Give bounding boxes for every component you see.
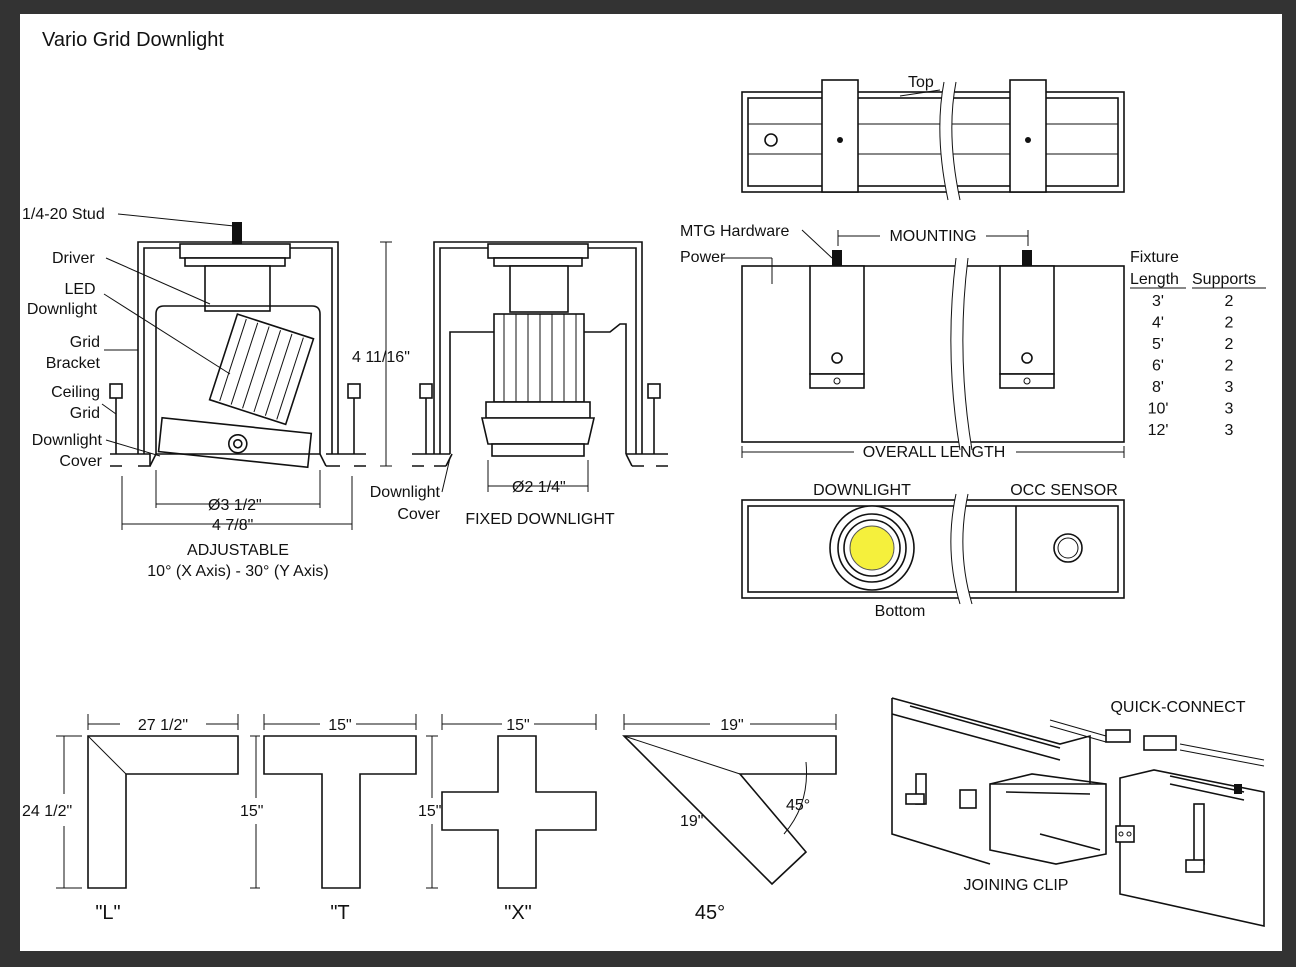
label-t: "T: [330, 902, 349, 924]
table-cell-length: 5': [1152, 336, 1164, 353]
label-bottom: Bottom: [875, 603, 926, 620]
shape-l: 27 1/2" 24 1/2" "L": [22, 714, 239, 924]
adjustable-section-view: 4 11/16" Ø3 1/2" 4 7/8" ADJUSTABLE 10° (…: [22, 206, 410, 580]
table-cell-length: 4': [1152, 315, 1164, 332]
label-l: "L": [95, 902, 120, 924]
dim-l-height: 24 1/2": [22, 803, 72, 820]
dim-aperture-adjustable: Ø3 1/2": [208, 497, 262, 514]
label-mounting: MOUNTING: [889, 228, 976, 245]
dim-t-width: 15": [328, 717, 351, 734]
table-cell-length: 3': [1152, 293, 1164, 310]
label-stud: 1/4-20 Stud: [22, 206, 105, 223]
label-joining-clip: JOINING CLIP: [964, 877, 1069, 894]
dim-height: 4 11/16": [352, 349, 410, 366]
dim-width-adjustable: 4 7/8": [212, 517, 253, 534]
dim-45-angle: 45°: [786, 797, 810, 814]
dim-x-height: 15": [418, 803, 441, 820]
fixed-label-cover-2: Cover: [397, 506, 440, 523]
label-grid-1: Grid: [70, 334, 100, 351]
supports-table: Fixture Length Supports 3' 2 4' 2 5' 2 6' 2 8' 3 1…: [1130, 249, 1266, 439]
fixed-label-cover-1: Downlight: [370, 484, 441, 501]
label-ceiling-1: Ceiling: [51, 384, 100, 401]
drawing-sheet: Vario Grid Downlight: [20, 14, 1282, 951]
table-cell-length: 10': [1148, 401, 1169, 418]
table-header-fixture: Fixture: [1130, 249, 1179, 266]
shape-t: 15" 15" "T: [240, 714, 417, 924]
table-header-supports: Supports: [1192, 271, 1256, 288]
label-driver: Driver: [52, 250, 95, 267]
label-ceiling-2: Grid: [70, 405, 100, 422]
label-downlight: DOWNLIGHT: [813, 482, 911, 499]
label-x: "X": [504, 902, 532, 924]
led-lens: [849, 525, 895, 571]
label-power: Power: [680, 249, 726, 266]
dim-45-side: 19": [680, 813, 703, 830]
table-cell-supports: 2: [1225, 293, 1234, 310]
dim-l-width: 27 1/2": [138, 717, 188, 734]
page-title: Vario Grid Downlight: [42, 29, 224, 51]
table-cell-supports: 2: [1225, 315, 1234, 332]
adjustable-angle-caption: 10° (X Axis) - 30° (Y Axis): [147, 563, 328, 580]
dim-45-width: 19": [720, 717, 743, 734]
table-cell-supports: 3: [1225, 401, 1234, 418]
label-cover-1: Downlight: [32, 432, 103, 449]
table-cell-length: 8': [1152, 379, 1164, 396]
label-led-2: Downlight: [27, 301, 98, 318]
dim-aperture-fixed: Ø2 1/4": [512, 479, 566, 496]
label-led-1: LED: [64, 281, 95, 298]
dim-t-height: 15": [240, 803, 263, 820]
side-view: MTG Hardware Power MOUNTING OVERALL LENG…: [680, 223, 1125, 461]
fixed-caption: FIXED DOWNLIGHT: [465, 511, 615, 528]
table-cell-supports: 3: [1225, 422, 1234, 439]
table-cell-length: 12': [1148, 422, 1169, 439]
dim-x-width: 15": [506, 717, 529, 734]
top-view-label: Top: [908, 74, 934, 91]
table-cell-supports: 2: [1225, 336, 1234, 353]
adjustable-caption: ADJUSTABLE: [187, 542, 289, 559]
label-grid-2: Bracket: [46, 355, 101, 372]
label-overall-length: OVERALL LENGTH: [863, 444, 1006, 461]
label-quick-connect: QUICK-CONNECT: [1110, 699, 1245, 716]
bottom-view: DOWNLIGHT OCC SENSOR Bottom: [741, 482, 1125, 620]
label-45: 45°: [695, 902, 725, 924]
shape-45: 19" 19" 45° 45°: [622, 714, 837, 924]
table-header-length: Length: [1130, 271, 1179, 288]
quick-connect-illustration: QUICK-CONNECT JOINING CLIP: [891, 697, 1265, 927]
table-cell-supports: 3: [1225, 379, 1234, 396]
fixed-section-view: Ø2 1/4" Downlight Cover FIXED DOWNLIGHT: [370, 241, 668, 528]
technical-drawing: Vario Grid Downlight: [22, 29, 1266, 927]
shape-x: 15" 15" "X": [418, 714, 597, 924]
table-cell-supports: 2: [1225, 358, 1234, 375]
label-mtg-hardware: MTG Hardware: [680, 223, 789, 240]
label-cover-2: Cover: [59, 453, 102, 470]
table-cell-length: 6': [1152, 358, 1164, 375]
label-occ-sensor: OCC SENSOR: [1010, 482, 1118, 499]
top-view: Top: [741, 74, 1125, 202]
